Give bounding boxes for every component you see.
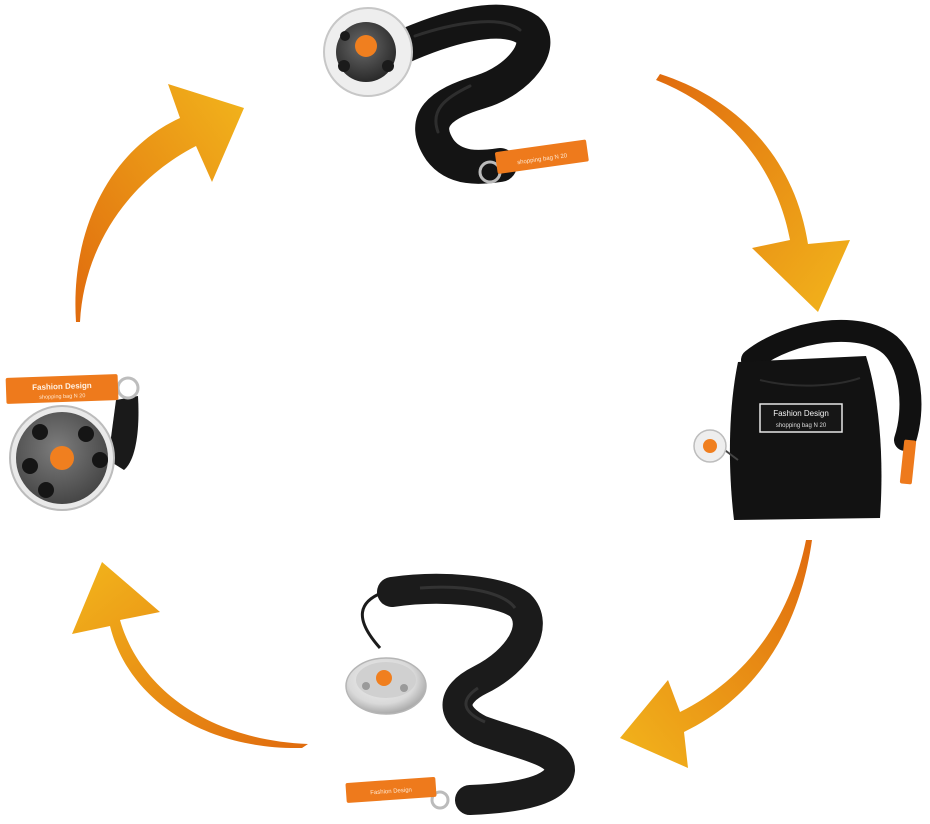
cycle-arrow-icon	[620, 540, 812, 768]
cycle-arrow-icon	[75, 84, 244, 322]
product-bottom-disc-with-sleeve: Fashion Design	[345, 573, 575, 815]
product-top-disc-with-sleeve: shopping bag N 20	[323, 4, 589, 184]
arrow-top-left	[75, 84, 244, 322]
arrow-bottom-left	[72, 562, 308, 749]
arrow-top-right	[656, 74, 850, 312]
product-left-rolled-disc: Fashion Design shopping bag N 20	[5, 374, 140, 511]
strap-label-brand: Fashion Design	[32, 381, 92, 392]
arrow-bottom-right	[620, 540, 812, 768]
product-right-bag: Fashion Design shopping bag N 20	[693, 319, 922, 520]
strap-label-subline: shopping bag N 20	[39, 393, 85, 401]
bag-label-subline: shopping bag N 20	[776, 423, 827, 429]
bag-label-brand: Fashion Design	[773, 409, 829, 418]
strap-label: Fashion Design	[370, 787, 412, 796]
cycle-arrow-icon	[656, 74, 850, 312]
cycle-arrow-icon	[72, 562, 308, 749]
